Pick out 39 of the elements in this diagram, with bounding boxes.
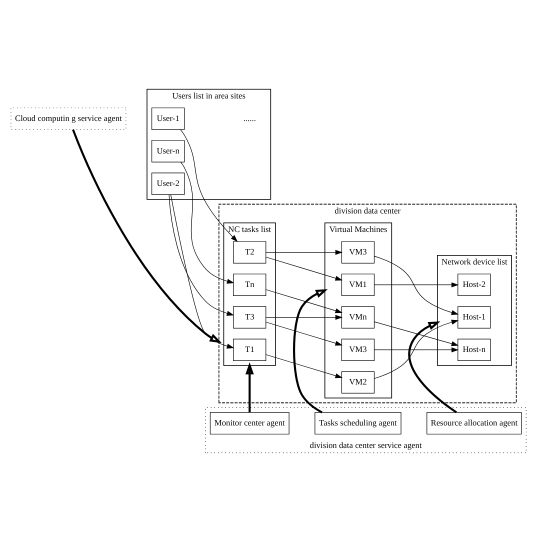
node-box: VM3	[341, 338, 375, 361]
arrow	[180, 162, 234, 284]
arrow	[266, 256, 343, 281]
node-box: Monitor center agent	[210, 412, 290, 434]
node-box: VM3	[341, 241, 375, 264]
node-box: T3	[233, 306, 266, 328]
label: ......	[243, 112, 256, 123]
node-box: Host-1	[458, 306, 491, 328]
node-box: VMn	[341, 306, 375, 328]
arrow	[180, 129, 238, 242]
arrow	[266, 289, 343, 314]
arrow	[266, 354, 343, 378]
arrow	[245, 362, 254, 412]
arrow	[266, 322, 343, 346]
node-box: User-2	[152, 172, 185, 195]
arrow	[374, 347, 459, 352]
node-box: Host-2	[458, 274, 491, 296]
node-box: T1	[233, 338, 266, 361]
node-box: Tn	[233, 274, 266, 296]
arrow	[374, 256, 459, 315]
arrow	[266, 250, 343, 255]
arrow	[374, 282, 459, 288]
node-box: Tasks scheduling agent	[314, 412, 402, 434]
arrow	[374, 320, 459, 379]
node-box: User-1	[152, 108, 185, 130]
arrow	[374, 322, 459, 346]
node-box: Cloud computin g service agent	[10, 108, 126, 130]
node-box: T2	[233, 241, 266, 264]
arrow	[170, 194, 234, 349]
arrow	[293, 289, 328, 414]
node-box: Host-n	[458, 338, 491, 361]
arrow	[408, 321, 458, 414]
node-box: Resource allocation agent	[426, 412, 522, 434]
node-box: User-n	[152, 140, 185, 162]
arrow	[72, 129, 222, 344]
node-box: VM2	[341, 371, 375, 394]
node-box: VM1	[341, 274, 375, 296]
arrow	[266, 314, 343, 320]
arrow	[168, 194, 234, 316]
